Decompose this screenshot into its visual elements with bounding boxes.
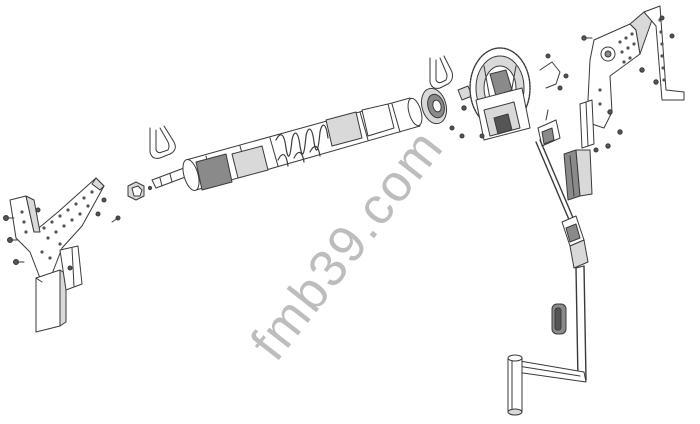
- drive-rod: [536, 140, 588, 380]
- end-cap-right: [418, 85, 472, 138]
- gear-housing: [476, 88, 530, 140]
- small-bracket: [538, 54, 568, 146]
- roller-tube: [180, 97, 425, 192]
- crank-handle: [508, 355, 586, 415]
- end-nut: [128, 182, 152, 200]
- u-clip-left: [150, 126, 175, 158]
- u-clip-right: [430, 56, 453, 88]
- left-side-bracket: [10, 178, 104, 278]
- right-side-bracket: [580, 6, 684, 148]
- left-bracket-holes: [20, 190, 94, 260]
- crank-clip: [552, 304, 566, 334]
- left-bolt-set: [4, 198, 121, 270]
- right-bracket-holes: [598, 18, 666, 106]
- right-bolt-set: [582, 16, 674, 152]
- rod-guide-channel: [564, 150, 592, 200]
- tension-spring: [276, 125, 328, 166]
